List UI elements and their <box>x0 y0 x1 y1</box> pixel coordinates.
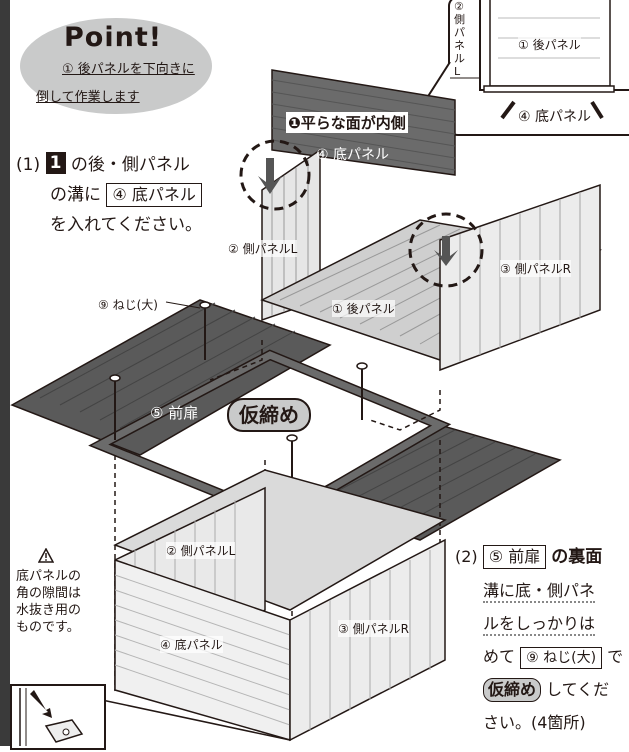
step1-block: (1) 1 の後・側パネル の溝に ④ 底パネル を入れてください。 <box>16 150 202 240</box>
step2-line5: 仮締め してくだ <box>455 673 623 706</box>
side-panel-l-bottom-label: ② 側パネルL <box>166 542 236 559</box>
side-panel-l-top-label: ② 側パネルL <box>228 240 298 257</box>
inset-bottom-panel-label: ④ 底パネル <box>518 109 592 125</box>
warning-line-2: 角の隙間は <box>16 586 82 601</box>
screw-big-label: ⑨ ねじ(大) <box>98 298 158 312</box>
inset-side-label: ②側パネルL <box>454 0 465 78</box>
step2-t5: で <box>607 647 624 666</box>
flat-side-note: ❶平らな面が内側 <box>286 112 408 133</box>
point-title: Point! <box>64 22 163 53</box>
step2-t4: めて <box>483 647 516 666</box>
point-line-2: 倒して作業します <box>36 90 140 105</box>
step2-t6: してくだ <box>546 680 610 699</box>
corner-detail-inset <box>10 684 106 750</box>
front-door-label: ⑤ 前扉 <box>150 404 199 422</box>
step2-block: (2) ⑤ 前扉 の裏面 溝に底・側パネ ルをしっかりは めて ⑨ ねじ(大) … <box>455 540 623 739</box>
warning-line-3: 水抜き用の <box>16 603 82 618</box>
step1-text-b: の溝に <box>50 185 101 205</box>
step1-line3: を入れてください。 <box>50 215 202 235</box>
corner-detail-drawing <box>19 688 84 746</box>
side-panel-r-top-label: ③ 側パネルR <box>500 260 571 277</box>
step2-line1: (2) ⑤ 前扉 の裏面 <box>455 540 623 574</box>
warning-line-1: 底パネルの <box>16 569 82 584</box>
page-edge-bar <box>0 0 10 746</box>
warning-block: 底パネルの 角の隙間は 水抜き用の ものです。 <box>16 547 82 636</box>
temporary-tighten-badge: 仮締め <box>227 398 311 432</box>
step2-line2: 溝に底・側パネ <box>455 574 623 607</box>
inset-back-panel-label: ① 後パネル <box>518 36 581 53</box>
step2-t3: ルをしっかりは <box>483 614 596 636</box>
warning-icon <box>16 547 81 568</box>
step2-line4: めて ⑨ ねじ(大) で <box>455 640 623 673</box>
step2-part-box: ⑤ 前扉 <box>482 545 547 569</box>
arrow-icon <box>30 690 52 718</box>
bottom-panel-top-label: ④ 底パネル <box>316 147 390 163</box>
step1-part-box: ④ 底パネル <box>106 183 202 207</box>
step2-kari-badge: 仮締め <box>483 678 542 702</box>
step2-screw-box: ⑨ ねじ(大) <box>520 647 603 669</box>
step2-number: (2) <box>455 547 478 566</box>
step2-t2: 溝に底・側パネ <box>483 581 596 603</box>
back-panel-label: ① 後パネル <box>332 300 395 317</box>
bottom-panel-bottom-label: ④ 底パネル <box>160 636 223 653</box>
inset-diagram: ① 後パネル ④ 底パネル ②側パネルL <box>448 0 629 136</box>
step2-t1: の裏面 <box>551 547 603 567</box>
step2-line6: さい。(4箇所) <box>483 713 586 732</box>
step1-line1: (1) 1 の後・側パネル <box>16 150 202 180</box>
step1-line2: の溝に ④ 底パネル <box>16 180 202 210</box>
side-panel-r-bottom-label: ③ 側パネルR <box>338 620 409 637</box>
step1-num-box: 1 <box>45 152 66 174</box>
step1-number: (1) <box>16 155 41 175</box>
step1-text-a: の後・側パネル <box>70 155 190 175</box>
point-bubble <box>20 18 212 114</box>
point-line-1: ① 後パネルを下向きに <box>62 62 195 77</box>
step2-line3: ルをしっかりは <box>455 607 623 640</box>
warning-line-4: ものです。 <box>16 620 80 635</box>
